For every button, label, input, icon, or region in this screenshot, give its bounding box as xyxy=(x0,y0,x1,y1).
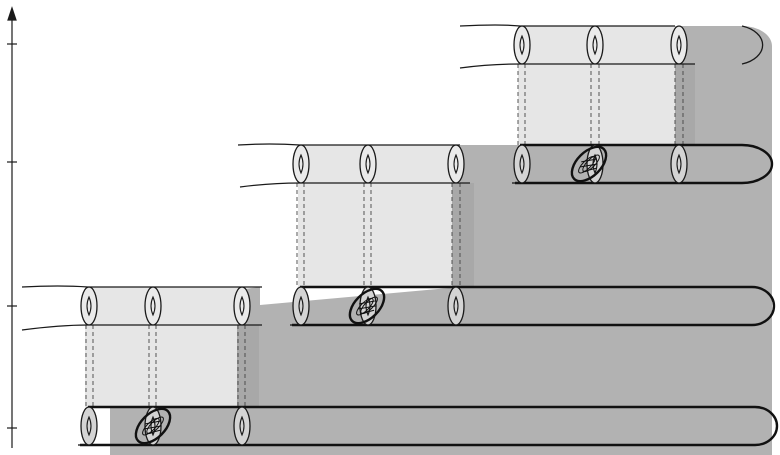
cross-section-circle xyxy=(80,286,98,326)
cross-section-circle xyxy=(80,406,98,446)
dashed-lines xyxy=(85,64,684,407)
vertical-axis xyxy=(7,6,17,448)
thin-bottom-lines xyxy=(78,182,520,446)
cross-section-circle xyxy=(670,144,688,184)
cross-section-circle xyxy=(513,25,531,65)
crossed-ellipses xyxy=(134,145,608,445)
cross-section-circle xyxy=(359,144,377,184)
crossed-ellipse-middle xyxy=(348,287,386,325)
light-column-bottom xyxy=(85,287,242,407)
dark-strip-top xyxy=(675,64,695,145)
loop-curves xyxy=(80,143,779,447)
cross-section-circle xyxy=(233,286,251,326)
crossed-ellipse-bottom xyxy=(134,407,172,445)
crossed-ellipse-top xyxy=(570,145,608,183)
cross-section-circle xyxy=(670,25,688,65)
dark-strip-middle xyxy=(452,183,474,287)
dark-region xyxy=(110,26,772,455)
dark-strip-bottom xyxy=(237,325,259,407)
light-column-middle xyxy=(298,145,455,287)
cross-section-circle xyxy=(513,144,531,184)
cross-section-circle xyxy=(447,144,465,184)
cross-section-circle xyxy=(292,286,310,326)
axis-arrow-icon xyxy=(7,6,17,21)
cross-section-circle xyxy=(144,286,162,326)
cross-section-circle xyxy=(292,144,310,184)
cross-section-circle xyxy=(447,286,465,326)
cross-section-circle xyxy=(233,406,251,446)
cross-section-circle xyxy=(586,25,604,65)
